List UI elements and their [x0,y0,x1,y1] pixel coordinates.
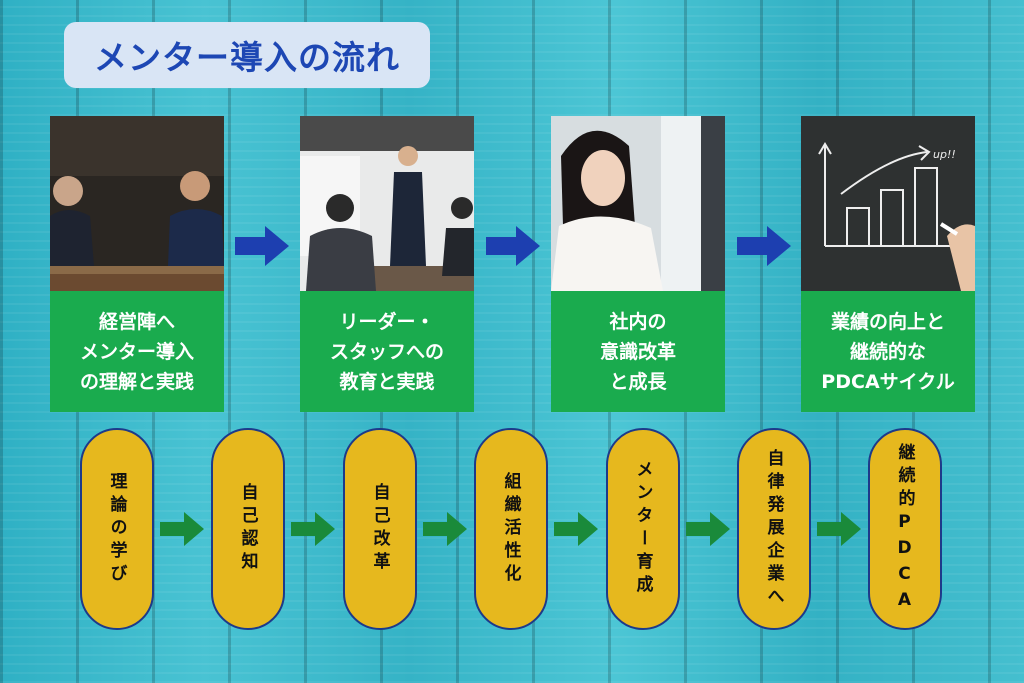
right-arrow-icon [817,512,861,546]
presentation-training-photo [300,116,474,291]
right-arrow-icon [160,512,204,546]
right-arrow-icon [486,226,540,266]
flow-pill-7: 継続的PDCA [868,428,942,630]
title-banner: メンター導入の流れ [64,22,430,88]
smiling-employee-photo [551,116,725,291]
step-card-1: 経営陣へ メンター導入 の理解と実践 [50,116,224,412]
chart-annotation: up!! [933,148,956,161]
page-title: メンター導入の流れ [94,38,400,77]
flow-pill-5: メンター育成 [606,428,680,630]
flow-pill-6: 自律発展企業へ [737,428,811,630]
flow-pill-4: 組織活性化 [474,428,548,630]
step-caption: 業績の向上と 継続的な PDCAサイクル [801,291,975,412]
step-caption: リーダー・ スタッフへの 教育と実践 [300,291,474,412]
step-card-3: 社内の 意識改革 と成長 [551,116,725,412]
step-caption: 経営陣へ メンター導入 の理解と実践 [50,291,224,412]
step-caption: 社内の 意識改革 と成長 [551,291,725,412]
right-arrow-icon [686,512,730,546]
right-arrow-icon [235,226,289,266]
step-card-4: up!! 業績の向上と 継続的な PDCAサイクル [801,116,975,412]
right-arrow-icon [291,512,335,546]
executives-meeting-photo [50,116,224,291]
right-arrow-icon [423,512,467,546]
right-arrow-icon [554,512,598,546]
right-arrow-icon [737,226,791,266]
step-card-2: リーダー・ スタッフへの 教育と実践 [300,116,474,412]
flow-pill-1: 理論の学び [80,428,154,630]
growth-chart-blackboard-photo: up!! [801,116,975,291]
flow-pill-3: 自己改革 [343,428,417,630]
flow-pill-2: 自己認知 [211,428,285,630]
